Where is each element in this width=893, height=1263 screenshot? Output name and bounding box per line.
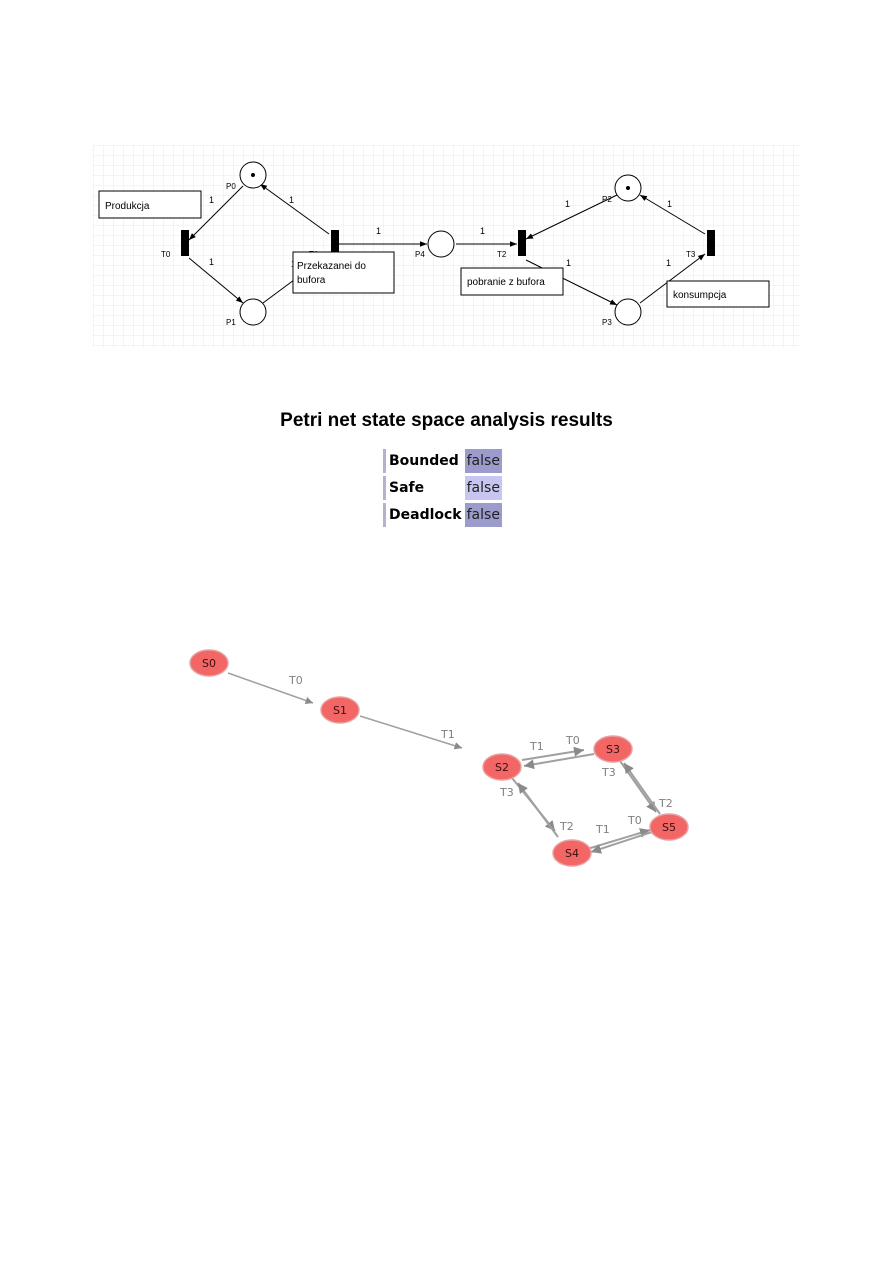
weight-p3-t3: 1 bbox=[666, 258, 671, 268]
state-edge-labels: T0 T1 T0 T1 T2 T3 T2 T3 T0 T1 bbox=[288, 674, 673, 836]
edge-s2-s3[interactable] bbox=[521, 746, 585, 761]
edge-label-s5-s3: T3 bbox=[601, 766, 616, 779]
label-p2: P2 bbox=[602, 195, 612, 204]
weight-t3-p2: 1 bbox=[667, 199, 672, 209]
arc-t3-p2[interactable] bbox=[639, 194, 706, 235]
state-label-s0: S0 bbox=[202, 657, 216, 670]
edge-label-s3-s2: T1 bbox=[529, 740, 544, 753]
result-property-safe: Safe bbox=[383, 476, 465, 500]
state-space-graph: T0 T1 T0 T1 T2 T3 T2 T3 T0 T1 S0 S1 S2 S… bbox=[189, 649, 689, 867]
edge-s5-s3[interactable] bbox=[623, 762, 661, 815]
weight-t2-p3: 1 bbox=[566, 258, 571, 268]
edge-s1-s2[interactable] bbox=[359, 715, 463, 750]
label-p0: P0 bbox=[226, 182, 236, 191]
edge-s5-s4[interactable] bbox=[590, 831, 653, 854]
label-t3: T3 bbox=[686, 250, 696, 259]
weight-t1-p4: 1 bbox=[376, 226, 381, 236]
state-node-s4[interactable] bbox=[552, 839, 592, 867]
label-p4: P4 bbox=[415, 250, 425, 259]
note-pobranie-text: pobranie z bufora bbox=[467, 277, 545, 288]
result-property-bounded: Bounded bbox=[383, 449, 465, 473]
state-node-s0[interactable] bbox=[189, 649, 229, 677]
state-label-s3: S3 bbox=[606, 743, 620, 756]
result-value-safe: false bbox=[464, 476, 502, 500]
edge-label-s3-s5: T2 bbox=[658, 797, 673, 810]
result-value-deadlock: false bbox=[464, 503, 502, 527]
state-nodes bbox=[189, 649, 689, 867]
arc-p3-t3[interactable] bbox=[639, 253, 706, 304]
state-node-s2[interactable] bbox=[482, 753, 522, 781]
arc-t1-p0[interactable] bbox=[259, 183, 330, 235]
annotation-boxes: Produkcja Przekazanei do bufora pobranie… bbox=[98, 190, 770, 308]
place-p4[interactable] bbox=[427, 230, 455, 258]
results-table: Bounded false Safe false Deadlock false bbox=[383, 446, 502, 530]
arc-weights: 1 1 1 1 1 1 1 1 1 1 bbox=[209, 195, 672, 269]
state-label-s2: S2 bbox=[495, 761, 509, 774]
state-edges bbox=[227, 672, 661, 854]
edge-label-s2-s4: T2 bbox=[559, 820, 574, 833]
state-label-s1: S1 bbox=[333, 704, 347, 717]
transition-t2[interactable] bbox=[518, 230, 526, 256]
state-node-s1[interactable] bbox=[320, 696, 360, 724]
weight-p2-t2: 1 bbox=[565, 199, 570, 209]
edge-s3-s5[interactable] bbox=[619, 760, 657, 813]
transition-t0[interactable] bbox=[181, 230, 189, 256]
state-label-s4: S4 bbox=[565, 847, 579, 860]
note-pobranie-box[interactable] bbox=[460, 267, 564, 296]
edge-s4-s5[interactable] bbox=[583, 828, 651, 851]
token-p2 bbox=[626, 186, 630, 190]
weight-t0-p1: 1 bbox=[209, 257, 214, 267]
arc-t0-p1[interactable] bbox=[188, 257, 244, 304]
petri-net-diagram: 1 1 1 1 1 1 1 1 1 1 P0 P1 P4 P2 P3 T0 T1… bbox=[93, 145, 801, 347]
arc-p2-t2[interactable] bbox=[525, 194, 618, 240]
edge-label-s0-s1: T0 bbox=[288, 674, 303, 687]
label-p1: P1 bbox=[226, 318, 236, 327]
transition-t1[interactable] bbox=[331, 230, 339, 256]
place-p1[interactable] bbox=[239, 298, 267, 326]
edge-label-s4-s2: T3 bbox=[499, 786, 514, 799]
result-row-safe: Safe false bbox=[383, 476, 502, 500]
note-przekazanie-line2: bufora bbox=[297, 275, 326, 286]
edge-label-s1-s2: T1 bbox=[440, 728, 455, 741]
note-konsumpcja-box[interactable] bbox=[666, 280, 770, 308]
state-node-labels: S0 S1 S2 S3 S4 S5 bbox=[202, 657, 676, 860]
edge-label-s2-s3: T0 bbox=[565, 734, 580, 747]
arc-p0-t0[interactable] bbox=[188, 185, 244, 241]
edge-label-s4-s5: T0 bbox=[627, 814, 642, 827]
result-value-bounded: false bbox=[464, 449, 502, 473]
edge-s3-s2[interactable] bbox=[523, 753, 595, 770]
state-node-s5[interactable] bbox=[649, 813, 689, 841]
note-produkcja-text: Produkcja bbox=[105, 201, 150, 212]
transition-t3[interactable] bbox=[707, 230, 715, 256]
place-p3[interactable] bbox=[614, 298, 642, 326]
edge-s4-s2[interactable] bbox=[517, 782, 559, 838]
label-t2: T2 bbox=[497, 250, 507, 259]
note-przekazanie-line1: Przekazanei do bbox=[297, 261, 366, 272]
note-produkcja-box[interactable] bbox=[98, 190, 202, 219]
results-title: Petri net state space analysis results bbox=[280, 410, 613, 431]
edge-s0-s1[interactable] bbox=[227, 672, 314, 705]
label-p3: P3 bbox=[602, 318, 612, 327]
result-row-deadlock: Deadlock false bbox=[383, 503, 502, 527]
weight-p4-t2: 1 bbox=[480, 226, 485, 236]
weight-t1-p0: 1 bbox=[289, 195, 294, 205]
edge-label-s5-s4: T1 bbox=[595, 823, 610, 836]
note-konsumpcja-text: konsumpcja bbox=[673, 290, 727, 301]
result-row-bounded: Bounded false bbox=[383, 449, 502, 473]
weight-p0-t0: 1 bbox=[209, 195, 214, 205]
token-p0 bbox=[251, 173, 255, 177]
label-t0: T0 bbox=[161, 250, 171, 259]
state-label-s5: S5 bbox=[662, 821, 676, 834]
note-przekazanie-box[interactable] bbox=[292, 251, 395, 294]
result-property-deadlock: Deadlock bbox=[383, 503, 465, 527]
transitions bbox=[181, 230, 715, 256]
state-node-s3[interactable] bbox=[593, 735, 633, 763]
